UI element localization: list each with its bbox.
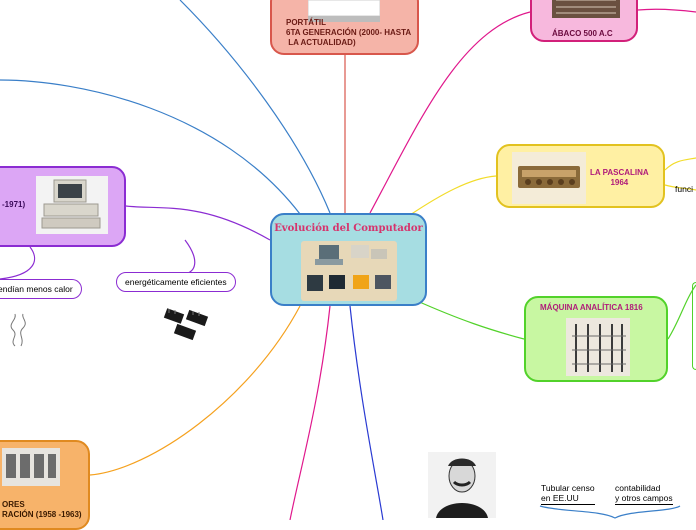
desktop-computer-image [36,176,108,234]
node-tercera-generacion[interactable]: -1971) [0,166,126,247]
line-to-pascalina [410,176,496,215]
node-portatil[interactable]: PORTÁTIL 6TA GENERACIÓN (2000- HASTA LA … [270,0,419,55]
line-to-tercera [126,206,270,240]
line-to-desprendian [0,247,35,279]
right-edge-bracket [692,282,696,370]
pascaline-image [512,152,586,204]
integrated-circuit-chips-image [163,307,211,343]
node-maquina-label: MÁQUINA ANALÍTICA 1816 [540,303,643,313]
abacus-image [552,0,620,18]
heat-sketch-image [5,312,31,348]
subtopic-contabilidad[interactable]: contabilidad y otros campos [615,483,673,505]
line-bottom-right-bracket [540,506,680,518]
node-tercera-label: -1971) [2,200,25,210]
transistor-computer-image [2,448,60,486]
line-to-maquina [415,300,524,339]
subtopic-tabular-censo[interactable]: Tubular censo en EE.UU [541,483,595,505]
inventor-portrait-image [428,452,496,518]
node-abaco-label: ÁBACO 500 A.C [552,29,613,39]
node-maquina-analitica[interactable]: MÁQUINA ANALÍTICA 1816 [524,296,668,382]
subtopic-funciones[interactable]: funci [675,184,693,194]
node-abaco[interactable]: ÁBACO 500 A.C [530,0,638,42]
node-pascalina[interactable]: LA PASCALINA 1964 [496,144,665,208]
computers-illustration [299,239,399,303]
node-segunda-label: ORES RACIÓN (1958 -1963) [2,500,82,520]
central-topic[interactable]: Evolución del Computador [270,213,427,306]
node-portatil-label: PORTÁTIL 6TA GENERACIÓN (2000- HASTA LA … [286,18,411,48]
subtopic-energeticamente-eficientes[interactable]: energéticamente eficientes [116,272,236,292]
line-pascalina-right [665,158,696,170]
node-pascalina-label: LA PASCALINA 1964 [590,168,649,188]
line-to-energeticamente [185,240,195,273]
line-abaco-right [638,9,696,12]
subtopic-desprendian-menos-calor[interactable]: endían menos calor [0,279,82,299]
line-bottom-blue [350,306,383,520]
line-bottom-magenta [290,306,330,520]
node-segunda-generacion[interactable]: ORES RACIÓN (1958 -1963) [0,440,90,530]
central-topic-title: Evolución del Computador [272,223,425,234]
analytical-engine-image [566,318,630,376]
